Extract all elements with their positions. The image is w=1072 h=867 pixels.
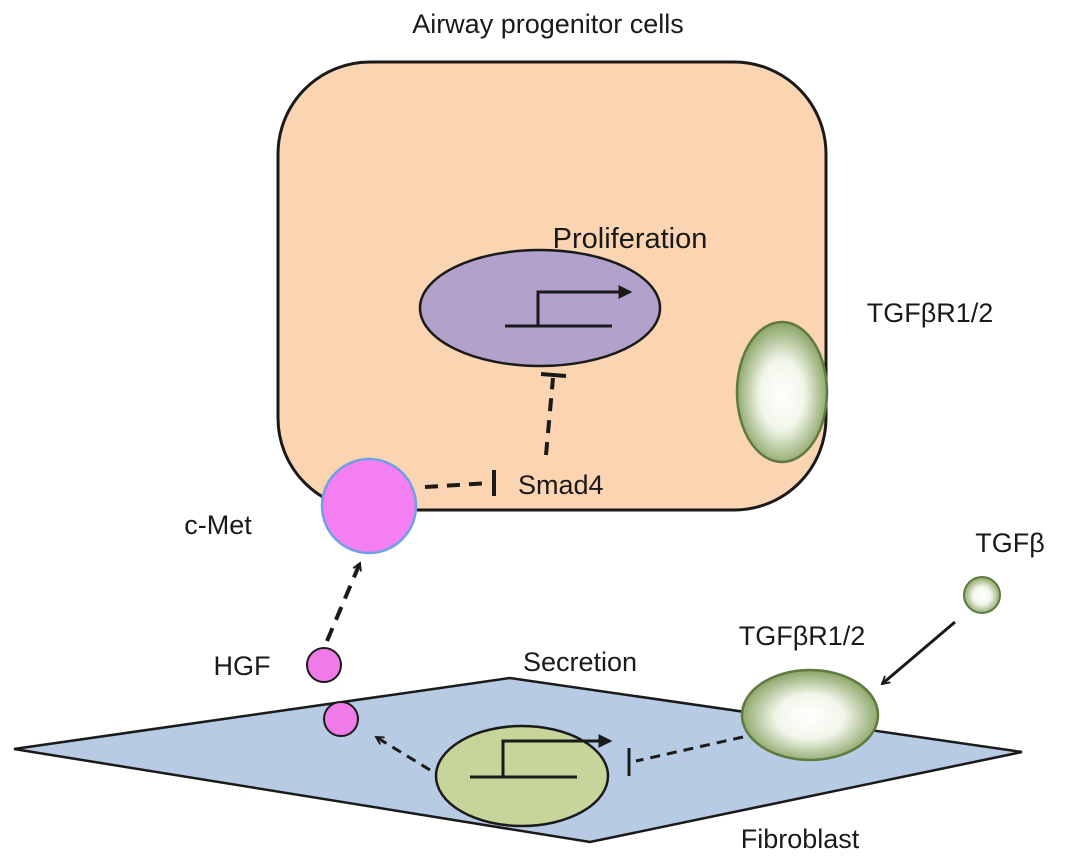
secretion-label: Secretion (523, 647, 637, 677)
inhibition-bar-icon (424, 470, 496, 496)
gene-promoter-arrow-icon (470, 734, 613, 779)
smad4-label: Smad4 (518, 470, 604, 500)
progenitor-tgfb-receptor (735, 320, 829, 464)
activation-arrow-icon (882, 620, 956, 684)
inhibition-bar-icon (540, 372, 567, 456)
tgfb-label: TGFβ (975, 528, 1045, 558)
tgfb-ligand (963, 576, 1001, 614)
cmet-receptor (320, 457, 418, 555)
hgf-particle-inside (323, 701, 359, 737)
diagram-title: Airway progenitor cells (412, 9, 684, 39)
fibroblast-label: Fibroblast (741, 824, 860, 854)
gene-promoter-arrow-icon (505, 285, 633, 328)
progenitor-nucleus (418, 248, 662, 368)
proliferation-label: Proliferation (553, 223, 708, 255)
hgf-label: HGF (214, 651, 271, 681)
hgf-particle-secreted (306, 647, 342, 683)
fibroblast-tgfb-receptor (740, 668, 880, 762)
receptor-top-label: TGFβR1/2 (867, 298, 994, 328)
activation-arrow-icon (325, 563, 362, 642)
inhibition-bar-icon (627, 735, 744, 776)
cmet-label: c-Met (184, 510, 252, 540)
receptor-bottom-label: TGFβR1/2 (739, 621, 866, 651)
activation-arrow-icon (376, 735, 431, 772)
